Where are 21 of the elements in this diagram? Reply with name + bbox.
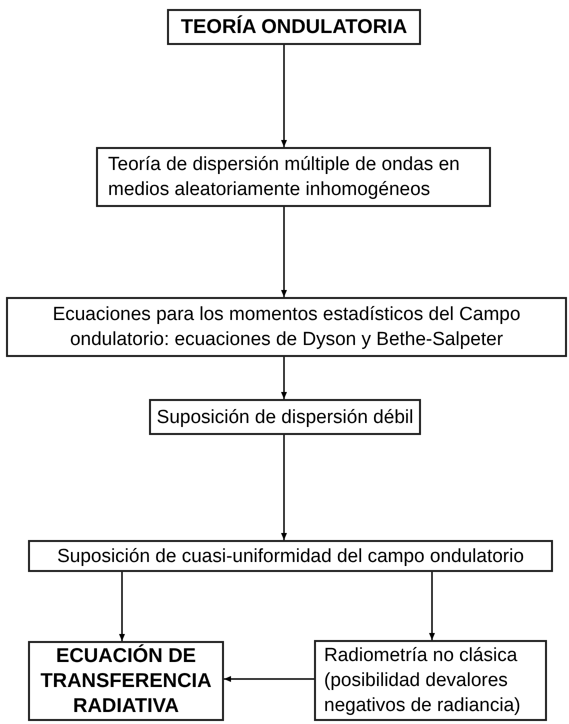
box-text: Suposición de cuasi-uniformidad del campo ondulatorio	[57, 544, 524, 568]
arrow	[429, 572, 435, 640]
arrow	[281, 435, 287, 540]
box-text: Radiometría no clásica (posibilidad devalores negativos de radiancia)	[324, 644, 522, 718]
process-box	[96, 147, 491, 207]
arrow	[224, 676, 314, 682]
process-box	[28, 641, 224, 721]
process-box	[167, 9, 421, 45]
process-box	[6, 297, 567, 357]
arrow	[281, 357, 287, 399]
box-text: Teoría de dispersión múltiple de ondas en medios aleatoriamente inhomogéneos	[108, 153, 461, 202]
box-heading: ECUACIÓN DE TRANSFERENCIA RADIATIVA	[39, 644, 213, 718]
arrow	[119, 572, 125, 641]
box-text: Suposición de dispersión débil	[156, 406, 414, 430]
arrow	[281, 207, 287, 297]
process-box	[28, 540, 553, 572]
process-box	[314, 640, 547, 721]
box-heading: TEORÍA ONDULATORIA	[180, 14, 408, 40]
box-text: Ecuaciones para los momentos estadísticos del Campo ondulatorio: ecuaciones de Dyson y Bethe-Salpeter	[52, 303, 522, 352]
arrow	[281, 45, 287, 147]
process-box	[149, 399, 421, 435]
